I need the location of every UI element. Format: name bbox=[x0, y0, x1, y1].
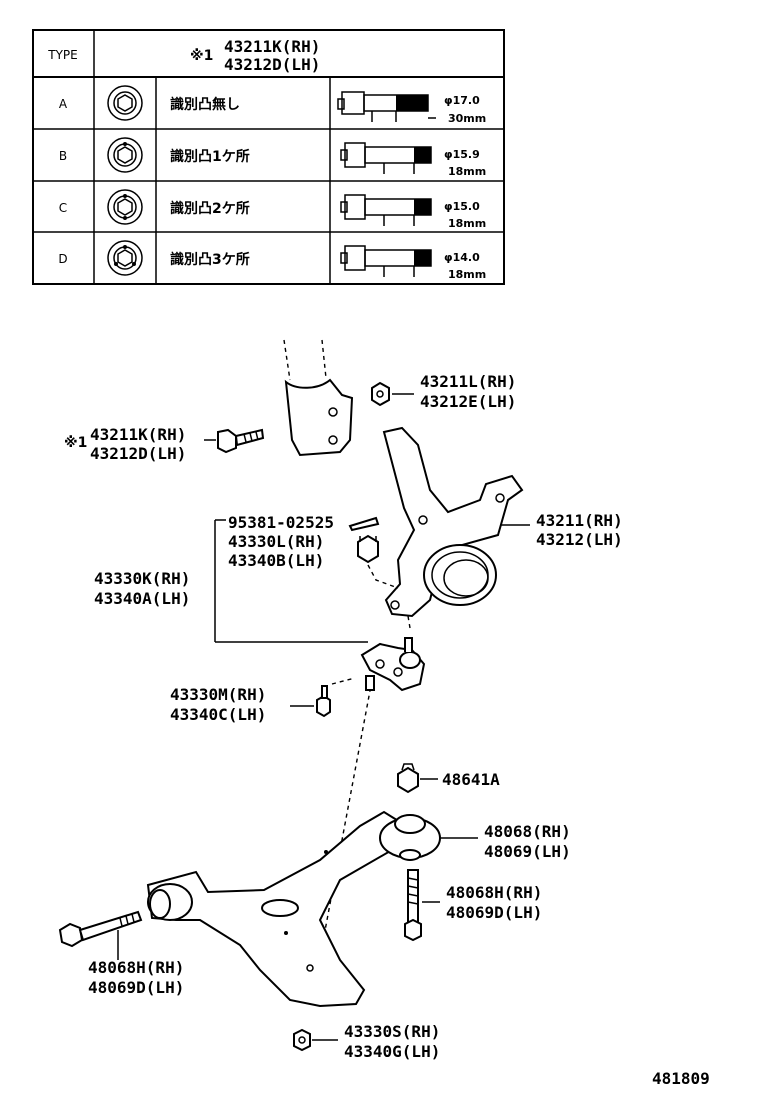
row-diameter: φ14.0 bbox=[444, 251, 480, 264]
bolt-icon bbox=[316, 685, 331, 718]
label-pin: 95381-02525 bbox=[228, 513, 334, 532]
row-diameter: φ17.0 bbox=[444, 94, 480, 107]
table-header-type: TYPE bbox=[47, 48, 77, 62]
label-bolt-v-lh: 48069D(LH) bbox=[446, 903, 542, 922]
label-nut-bottom-lh: 43340G(LH) bbox=[344, 1042, 440, 1061]
row-desc: 識別凸2ケ所 bbox=[170, 200, 250, 217]
label-nut-arm: 48641A bbox=[442, 770, 500, 789]
label-nut-bj-lh: 43340B(LH) bbox=[228, 551, 324, 570]
row-length: 18mm bbox=[448, 165, 486, 178]
label-bolt-bj-lh: 43340C(LH) bbox=[170, 705, 266, 724]
row-desc: 識別凸無し bbox=[170, 96, 240, 113]
row-length: 30mm bbox=[448, 112, 486, 125]
cotter-pin-icon bbox=[348, 516, 380, 532]
label-bolt-h-lh: 48069D(LH) bbox=[88, 978, 184, 997]
label-bolt-v-rh: 48068H(RH) bbox=[446, 883, 542, 902]
label-knuckle-lh: 43212(LH) bbox=[536, 530, 623, 549]
label-nut-bj-rh: 43330L(RH) bbox=[228, 532, 324, 551]
row-type: B bbox=[59, 149, 67, 163]
label-ball-joint-lh: 43340A(LH) bbox=[94, 589, 190, 608]
row-type: C bbox=[59, 201, 67, 215]
diagram-number: 481809 bbox=[652, 1069, 710, 1088]
table-row: D 識別凸3ケ所 φ14.0 18mm bbox=[58, 240, 486, 281]
castle-nut-icon bbox=[357, 534, 379, 564]
label-nut-bottom-rh: 43330S(RH) bbox=[344, 1022, 440, 1041]
label-nut-top-rh: 43211L(RH) bbox=[420, 372, 516, 391]
stud-icon bbox=[365, 675, 375, 691]
row-desc: 識別凸1ケ所 bbox=[170, 148, 250, 165]
label-bolt-bj-rh: 43330M(RH) bbox=[170, 685, 266, 704]
bolt-profile-icon bbox=[337, 91, 436, 122]
bolt-icon bbox=[217, 428, 265, 454]
bolt-profile-icon bbox=[340, 194, 432, 226]
table-row: B 識別凸1ケ所 φ15.9 18mm bbox=[59, 137, 486, 178]
table-row: A 識別凸無し φ17.0 30mm bbox=[59, 85, 486, 125]
label-nut-top-lh: 43212E(LH) bbox=[420, 392, 516, 411]
nut-icon bbox=[397, 763, 419, 794]
row-diameter: φ15.9 bbox=[444, 148, 480, 161]
label-ball-joint-rh: 43330K(RH) bbox=[94, 569, 190, 588]
nut-icon bbox=[371, 381, 390, 407]
lower-control-arm-icon bbox=[146, 810, 402, 1008]
row-desc: 識別凸3ケ所 bbox=[170, 251, 250, 268]
row-length: 18mm bbox=[448, 268, 486, 281]
label-bushing-rh: 48068(RH) bbox=[484, 822, 571, 841]
label-bolt-h-rh: 48068H(RH) bbox=[88, 958, 184, 977]
nut-icon bbox=[293, 1028, 311, 1052]
strut-icon bbox=[283, 339, 354, 457]
bolt-head-icon bbox=[107, 137, 143, 173]
table-row: C 識別凸2ケ所 φ15.0 18mm bbox=[59, 189, 486, 230]
row-type: A bbox=[59, 97, 68, 111]
bolt-icon bbox=[404, 869, 422, 942]
ball-joint-icon bbox=[360, 637, 426, 692]
bushing-icon bbox=[379, 814, 441, 861]
bolt-head-icon bbox=[107, 189, 143, 225]
bolt-head-icon bbox=[107, 85, 143, 121]
bolt-icon bbox=[58, 910, 143, 948]
label-knuckle-rh: 43211(RH) bbox=[536, 511, 623, 530]
table-header-part-rh: 43211K(RH) bbox=[224, 37, 320, 56]
row-diameter: φ15.0 bbox=[444, 200, 480, 213]
table-header-mark: ※1 bbox=[190, 48, 213, 64]
row-length: 18mm bbox=[448, 217, 486, 230]
table-header-part-lh: 43212D(LH) bbox=[224, 55, 320, 74]
steering-knuckle-icon bbox=[382, 426, 524, 618]
bolt-profile-icon bbox=[340, 142, 432, 174]
label-bolt-rh: 43211K(RH) bbox=[90, 425, 186, 444]
label-bolt-lh: 43212D(LH) bbox=[90, 444, 186, 463]
label-mark1: ※1 bbox=[64, 435, 87, 451]
bolt-head-icon bbox=[107, 240, 143, 276]
bolt-profile-icon bbox=[340, 245, 432, 277]
row-type: D bbox=[58, 252, 67, 266]
label-bushing-lh: 48069(LH) bbox=[484, 842, 571, 861]
bolt-type-table: TYPE ※1 43211K(RH) 43212D(LH) A 識別凸無し φ1… bbox=[32, 29, 505, 285]
